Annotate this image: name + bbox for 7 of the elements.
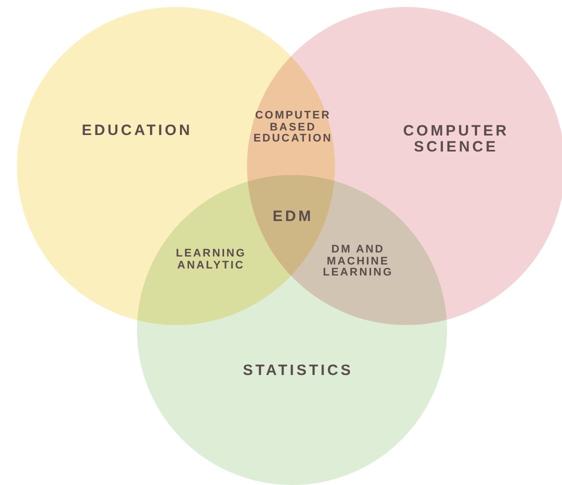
overlap-label: DM AND MACHINE LEARNING — [313, 244, 403, 280]
circle-label: COMPUTER SCIENCE — [402, 123, 510, 155]
overlap-label: COMPUTER BASED EDUCATION — [243, 110, 343, 146]
overlap-label: LEARNING ANALYTIC — [161, 248, 261, 272]
circle-label: STATISTICS — [242, 363, 354, 379]
overlap-label: EDM — [263, 209, 323, 225]
circle-label: EDUCATION — [80, 123, 194, 139]
